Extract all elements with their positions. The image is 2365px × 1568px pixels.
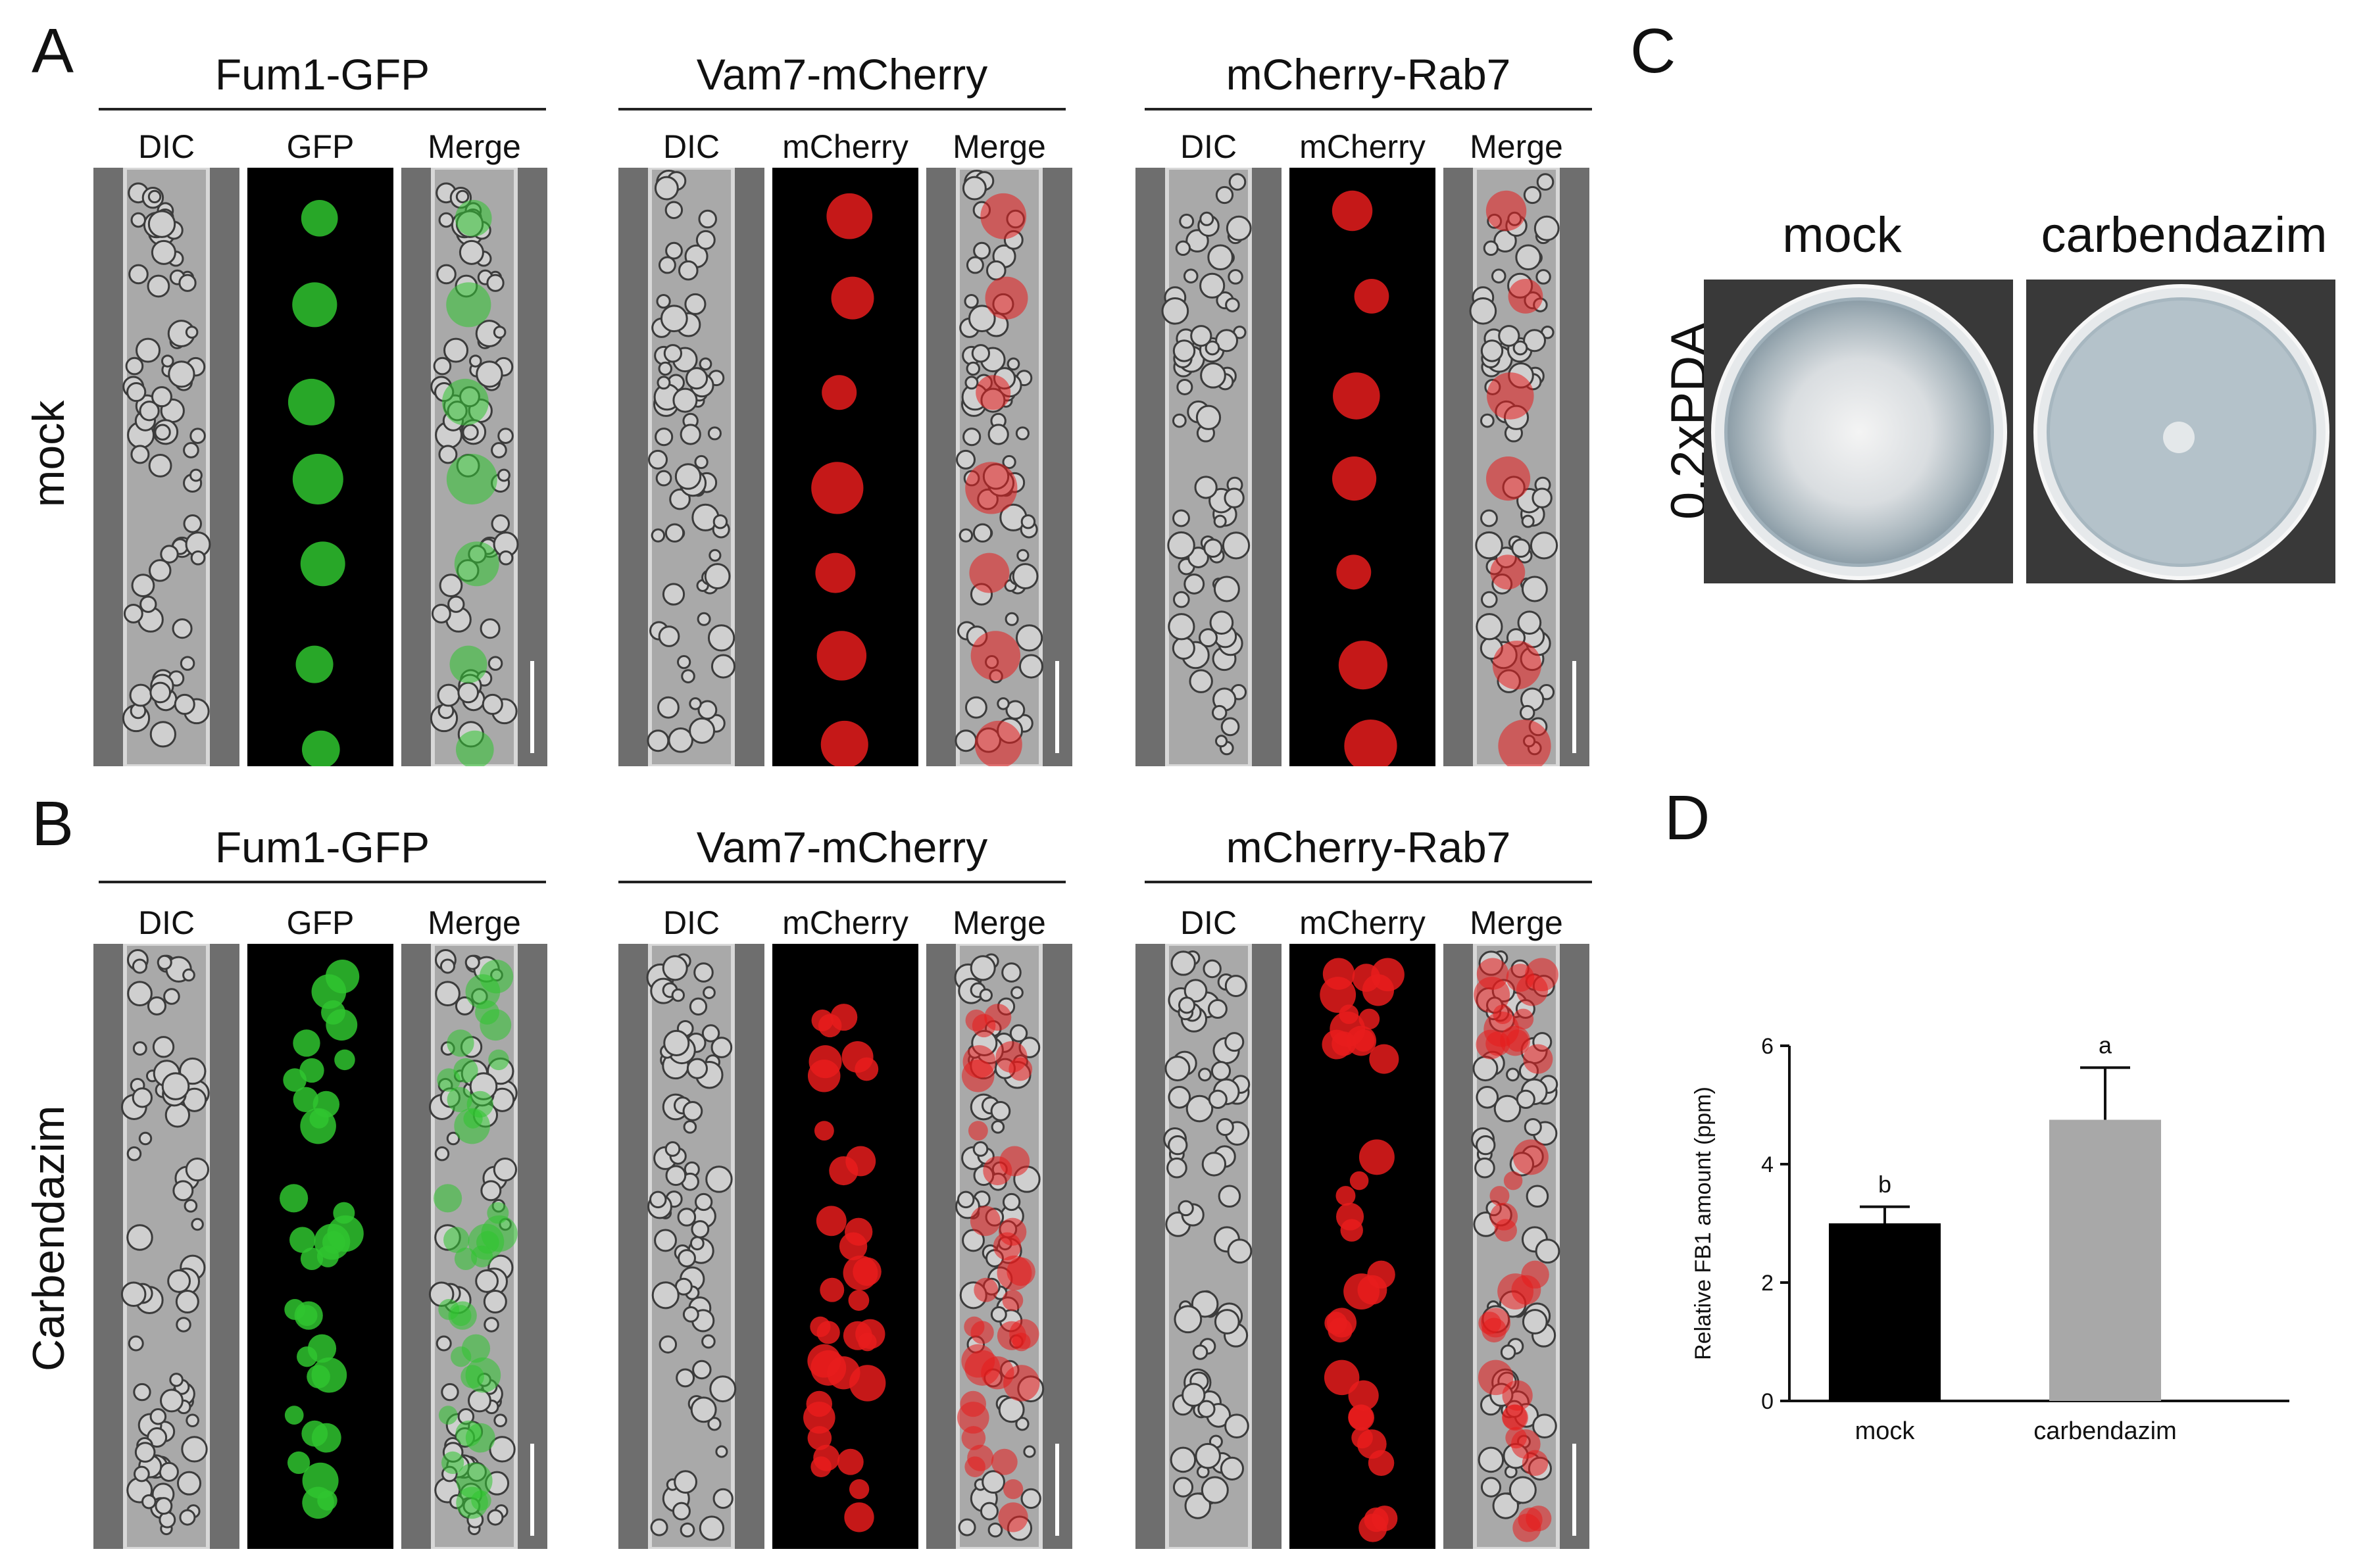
plate-image-mock [1704,280,2013,583]
channel-label-a-1-3: Merge [428,128,521,165]
channel-label-a-3-3: Merge [1470,128,1563,165]
micrograph-b-2-1 [618,944,764,1549]
y-tick-label: 6 [1761,1034,1774,1059]
channel-label-b-2-2: mCherry [782,904,909,941]
significance-label: a [2099,1031,2112,1058]
group-rule-a-1 [99,108,546,110]
bar-carbendazim [2049,1119,2161,1401]
micrograph-a-3-2 [1289,168,1435,766]
channel-label-b-3-2: mCherry [1299,904,1426,941]
micrograph-a-2-2 [772,168,918,766]
group-title-a-2: Vam7-mCherry [696,50,988,99]
group-rule-a-2 [618,108,1066,110]
channel-label-a-2-2: mCherry [782,128,909,165]
micrograph-b-1-1 [93,944,239,1549]
micrograph-b-2-3 [926,944,1072,1549]
y-axis-label: Relative FB1 amount (ppm) [1691,1087,1716,1360]
channel-label-a-3-1: DIC [1180,128,1237,165]
group-title-b-1: Fum1-GFP [214,823,430,871]
panel-letter-b: B [32,789,74,859]
significance-label: b [1878,1171,1891,1198]
micrograph-b-3-2 [1289,944,1435,1549]
channel-label-a-2-1: DIC [662,128,720,165]
channel-label-a-1-2: GFP [286,128,355,165]
panel-letter-c: C [1630,16,1676,86]
row-label-mock: mock [24,400,74,508]
micrograph-b-2-2 [772,944,918,1549]
panel-letter-a: A [32,16,74,86]
channel-label-b-1-1: DIC [137,904,195,941]
y-tick-label: 0 [1761,1389,1774,1414]
channel-label-b-3-1: DIC [1180,904,1237,941]
group-rule-b-2 [618,881,1066,883]
micrograph-b-3-3 [1443,944,1589,1549]
x-tick-label: mock [1855,1417,1916,1445]
group-rule-b-3 [1145,881,1592,883]
channel-label-a-3-2: mCherry [1299,128,1426,165]
group-title-a-3: mCherry-Rab7 [1226,50,1511,99]
y-tick-label: 2 [1761,1271,1774,1296]
plate-label-carbendazim: carbendazim [2041,207,2328,263]
micrograph-a-3-3 [1443,168,1589,766]
micrograph-a-2-3 [926,168,1072,766]
channel-label-a-1-1: DIC [137,128,195,165]
micrograph-a-1-3 [401,168,547,766]
group-rule-a-3 [1145,108,1592,110]
micrograph-b-3-1 [1135,944,1282,1549]
panel-letter-d: D [1664,783,1710,853]
channel-label-b-1-2: GFP [286,904,355,941]
bar-mock [1829,1223,1941,1401]
micrograph-a-3-1 [1135,168,1282,766]
plate-image-carbendazim [2026,280,2335,583]
x-tick-label: carbendazim [2033,1417,2177,1445]
channel-label-b-3-3: Merge [1470,904,1563,941]
micrograph-b-1-2 [247,944,393,1549]
group-title-b-2: Vam7-mCherry [696,823,988,871]
group-title-b-3: mCherry-Rab7 [1226,823,1511,871]
row-label-carbendazim: Carbendazim [24,1105,74,1371]
channel-label-b-1-3: Merge [428,904,521,941]
micrograph-a-2-1 [618,168,764,766]
group-rule-b-1 [99,881,546,883]
micrograph-b-1-3 [401,944,547,1549]
micrograph-a-1-2 [247,168,393,766]
channel-label-a-2-3: Merge [953,128,1046,165]
channel-label-b-2-3: Merge [953,904,1046,941]
plate-label-mock: mock [1782,207,1902,263]
micrograph-a-1-1 [93,168,239,766]
y-tick-label: 4 [1761,1152,1774,1177]
group-title-a-1: Fum1-GFP [214,50,430,99]
channel-label-b-2-1: DIC [662,904,720,941]
